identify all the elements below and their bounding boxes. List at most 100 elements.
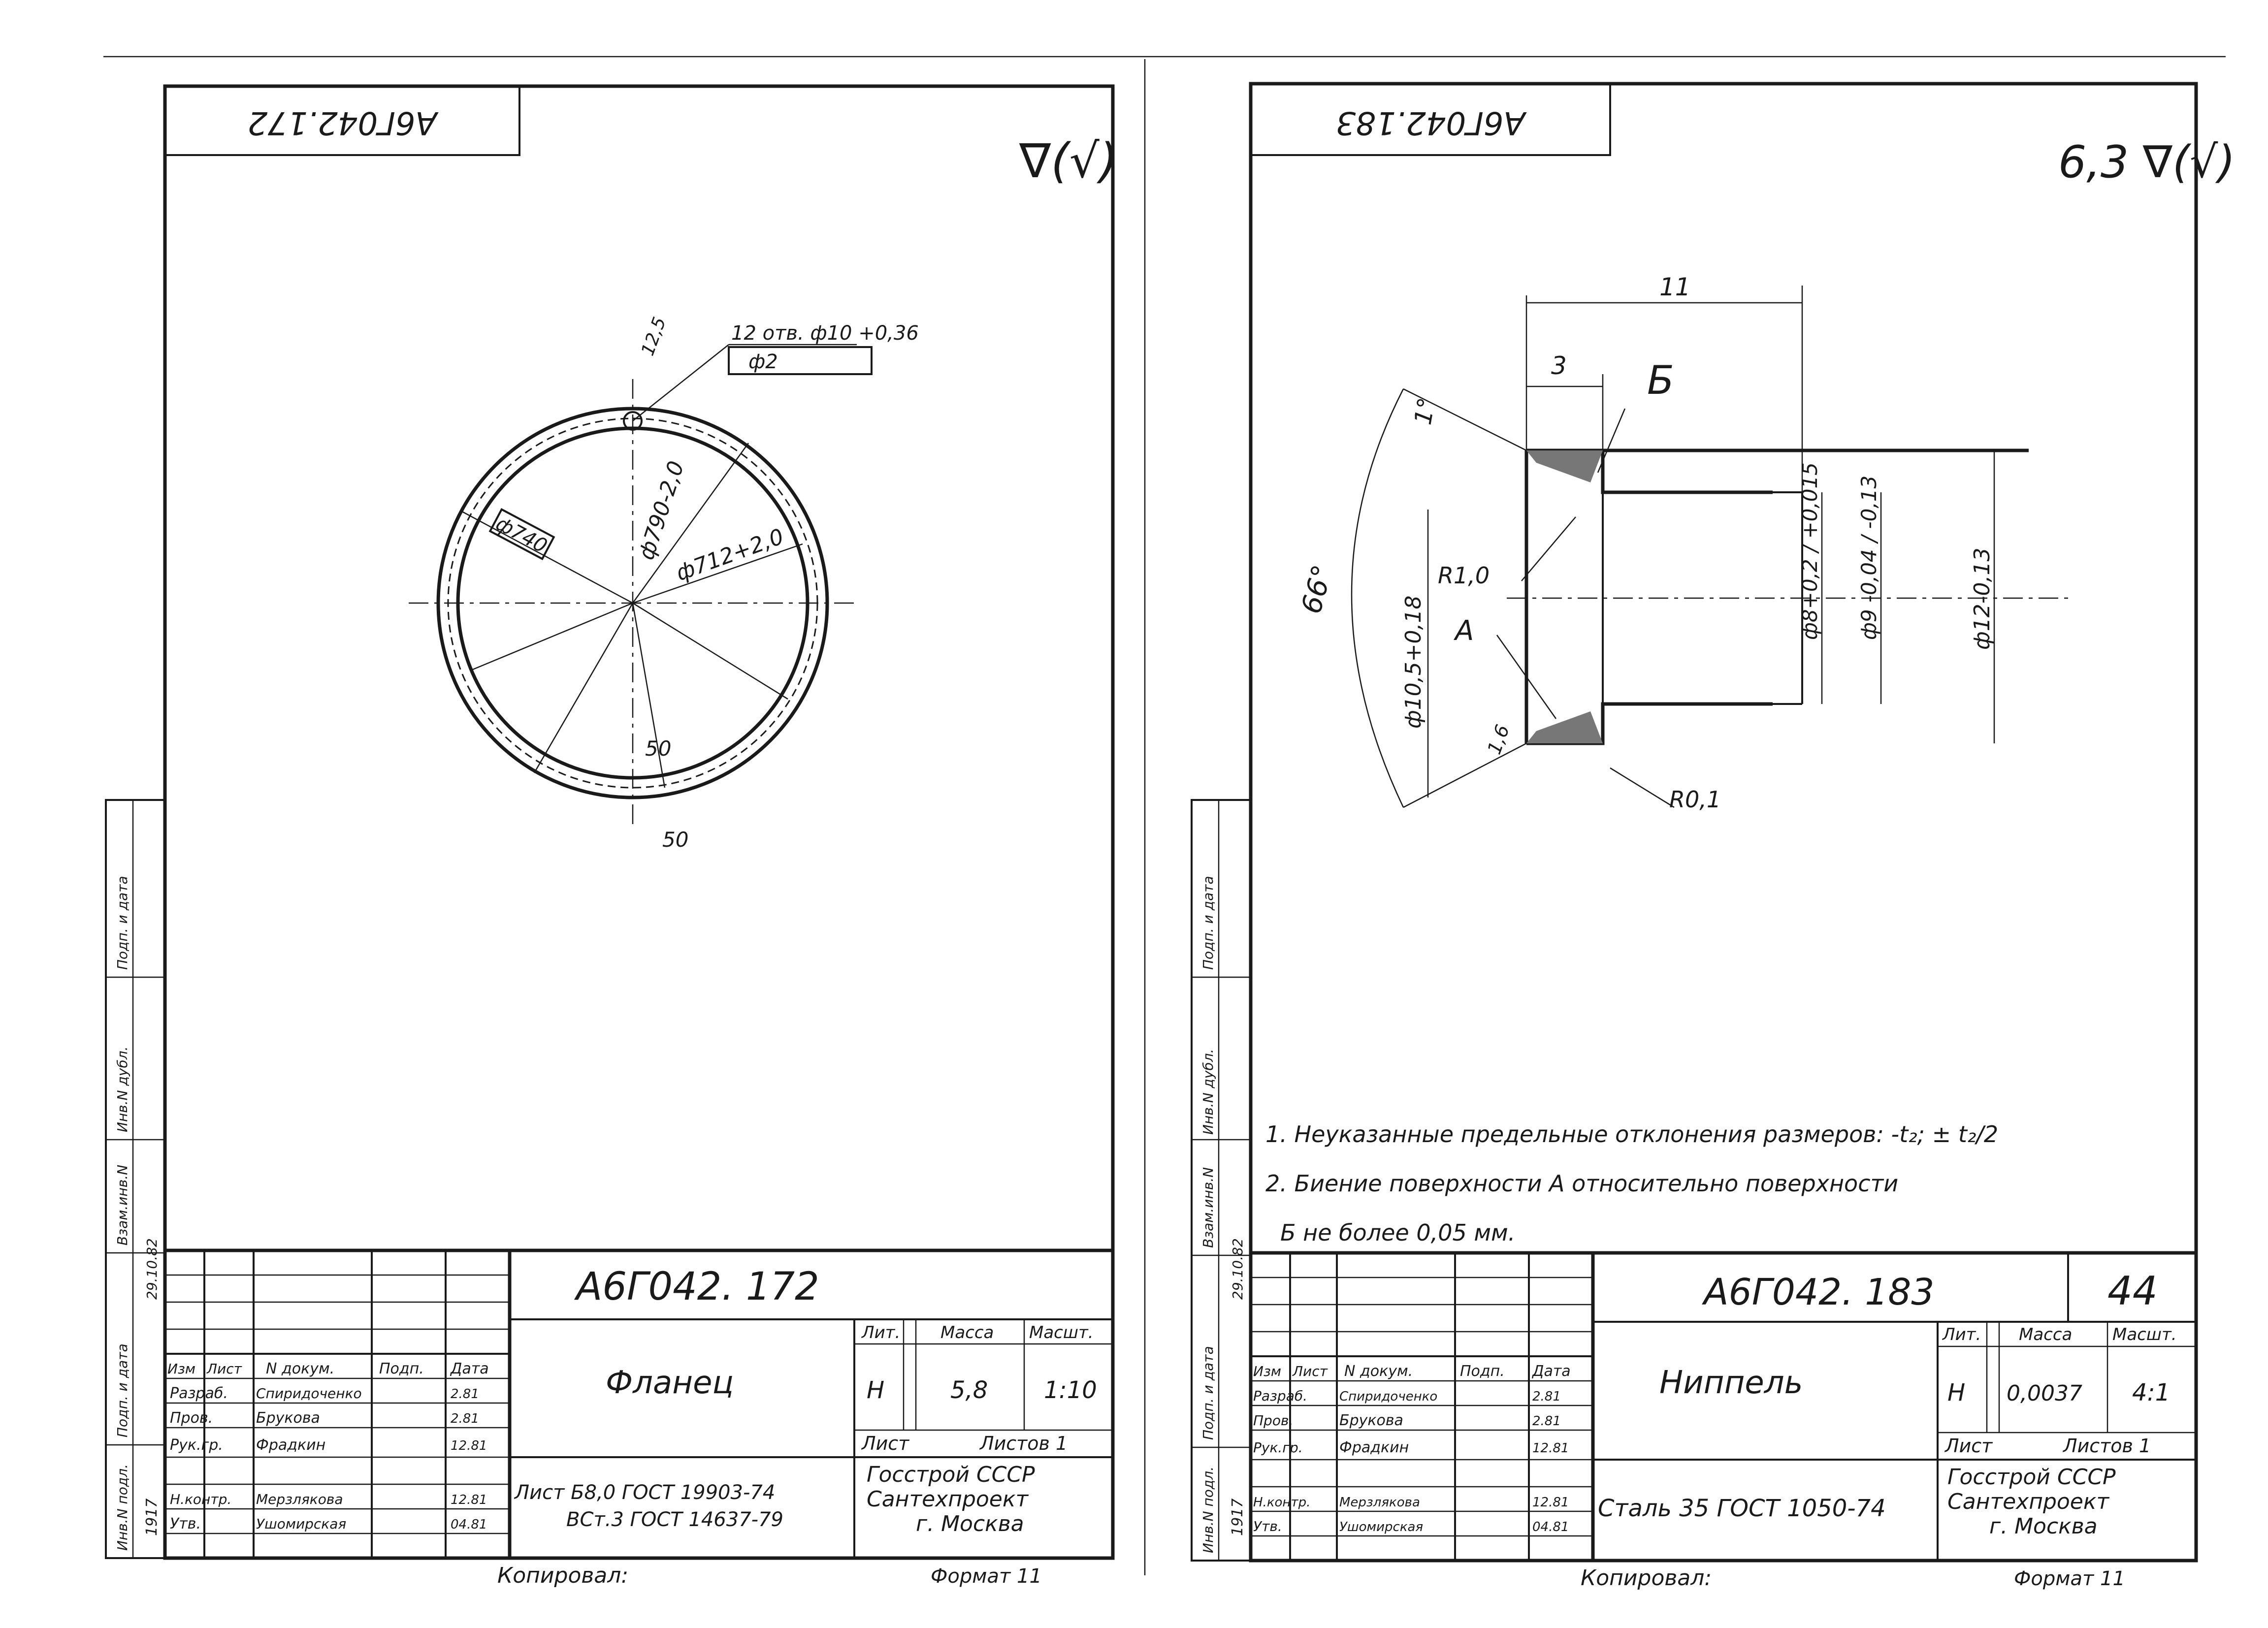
left-title-code: А6Г042. 172 [574,1265,819,1309]
left-hdr-doc: N докум. [266,1360,334,1377]
left-hdr-date: Дата [450,1360,489,1377]
left-name-3: Мерзлякова [256,1491,343,1507]
radius-1-text: R1,0 [1438,562,1490,589]
right-sheets-label: Листов 1 [2062,1435,2151,1457]
left-hdr-sign: Подп. [379,1360,424,1377]
left-name-4: Ушомирская [256,1516,346,1532]
dim-length-text: 11 [1659,273,1691,301]
right-scale-header: Масшт. [2112,1325,2177,1344]
right-stamp-label-2: Взам.инв.N [1200,1167,1216,1248]
right-mass: 0,0037 [2007,1381,2082,1406]
left-sheets-label: Листов 1 [979,1433,1068,1454]
right-hdr-izm: Изм [1253,1363,1281,1379]
right-role-2: Рук.гр. [1253,1439,1303,1456]
angle-66-arc [1351,388,1404,808]
left-lit-header: Лит. [861,1323,900,1342]
right-stamp-label-3: Инв.N дубл. [1200,1049,1216,1135]
left-material-1: Лист Б8,0 ГОСТ 19903-74 [514,1481,775,1504]
hatch-top [1526,450,1603,482]
right-format: Формат 11 [2014,1567,2125,1590]
left-roughness-symbol: ∇(√) [1019,133,1118,189]
right-date-1: 2.81 [1532,1414,1561,1429]
right-org-1: Госстрой СССР [1947,1465,2116,1490]
d105-text: ф10,5+0,18 [1401,596,1426,729]
right-side-stamp [1191,799,1252,1562]
left-date-2: 12.81 [451,1438,487,1453]
left-stamp-date: 29.10.82 [144,1238,160,1300]
left-material-2: ВСт.3 ГОСТ 14637-79 [566,1508,783,1531]
right-code-rotated: А6Г042.183 [1336,104,1527,141]
right-hdr-sign: Подп. [1460,1363,1505,1380]
left-copied-by: Копировал: [497,1563,628,1588]
angle-1-text: 1° [1409,396,1441,427]
left-role-4: Утв. [170,1515,201,1532]
right-code-box [1250,83,1611,156]
outer-diameter: ф790-2,0 [634,458,689,563]
right-name-4: Ушомирская [1339,1520,1423,1534]
right-lit: Н [1947,1379,1965,1406]
left-name-0: Спиридоченко [256,1385,362,1402]
dim-chamfer-text: 3 [1551,351,1567,380]
right-date-4: 04.81 [1532,1520,1569,1534]
flange-view [409,344,873,827]
left-stamp-inv: 1917 [143,1499,161,1536]
radial-line-2 [632,602,788,700]
section-b-label: Б [1647,357,1674,403]
left-mass: 5,8 [950,1376,988,1404]
right-stamp-label-1: Подп. и дата [1200,1346,1216,1440]
leader-740 [462,511,633,604]
roughness-outer: 50 [662,828,688,852]
left-date-1: 2.81 [451,1411,479,1426]
left-hdr-list: Лист [206,1361,242,1377]
left-stamp-label-4: Подп. и дата [114,876,130,970]
left-mass-header: Масса [940,1323,994,1342]
leader-712 [632,543,803,604]
position-tolerance: ф2 [748,351,778,373]
left-org-2: Сантехпроект [867,1487,1029,1512]
left-scale: 1:10 [1044,1376,1097,1404]
right-name-0: Спиридоченко [1339,1389,1437,1404]
left-date-3: 12.81 [451,1493,487,1507]
right-hdr-date: Дата [1531,1363,1571,1380]
left-hdr-izm: Изм [167,1361,195,1377]
left-role-2: Рук.гр. [170,1436,223,1454]
left-stamp-label-2: Взам.инв.N [114,1165,130,1245]
note-3: Б не более 0,05 мм. [1280,1219,1515,1246]
right-sheet: А6Г042.183 6,3 ∇(√) [1191,82,2236,1591]
right-org-2: Сантехпроект [1947,1489,2109,1514]
left-lit: Н [867,1376,884,1404]
left-stamp-label-0: Инв.N подл. [114,1464,130,1551]
left-scale-header: Масшт. [1029,1323,1094,1342]
left-code-rotated: А6Г042.172 [248,104,439,141]
page-number: 44 [2107,1268,2158,1314]
right-name-1: Брукова [1339,1412,1403,1429]
d8-text: ф8+0,2 / +0,015 [1798,462,1822,640]
right-sheet-label: Лист [1944,1435,1993,1457]
right-mass-header: Масса [2019,1325,2072,1344]
leader-a [1496,635,1557,719]
left-sheet-label: Лист [861,1433,910,1454]
left-role-0: Разраб. [170,1385,228,1402]
right-date-2: 12.81 [1532,1441,1569,1456]
leader-r01 [1610,767,1675,808]
right-material: Сталь 35 ГОСТ 1050-74 [1598,1495,1886,1522]
right-name-2: Фрадкин [1339,1439,1409,1456]
right-name-3: Мерзлякова [1339,1495,1420,1510]
d9-text: ф9 -0,04 / -0,13 [1857,476,1881,640]
radial-line-3 [632,603,666,788]
left-date-4: 04.81 [451,1517,487,1532]
angle-mark: 12,5 [638,315,670,358]
left-org-1: Госстрой СССР [867,1462,1035,1487]
note-1: 1. Неуказанные предельные отклонения раз… [1265,1121,1998,1148]
radius-01-text: R0,1 [1669,786,1721,813]
right-hdr-list: Лист [1292,1363,1328,1379]
right-date-0: 2.81 [1532,1389,1561,1404]
left-role-3: Н.контр. [170,1491,231,1507]
left-org-3: г. Москва [916,1511,1024,1536]
right-scale: 4:1 [2132,1379,2170,1406]
right-roughness-symbol: 6,3 ∇(√) [2058,136,2236,188]
right-hdr-doc: N докум. [1344,1363,1413,1380]
left-name-2: Фрадкин [256,1436,325,1454]
right-role-3: Н.контр. [1253,1495,1310,1510]
leader-b [1597,408,1626,473]
